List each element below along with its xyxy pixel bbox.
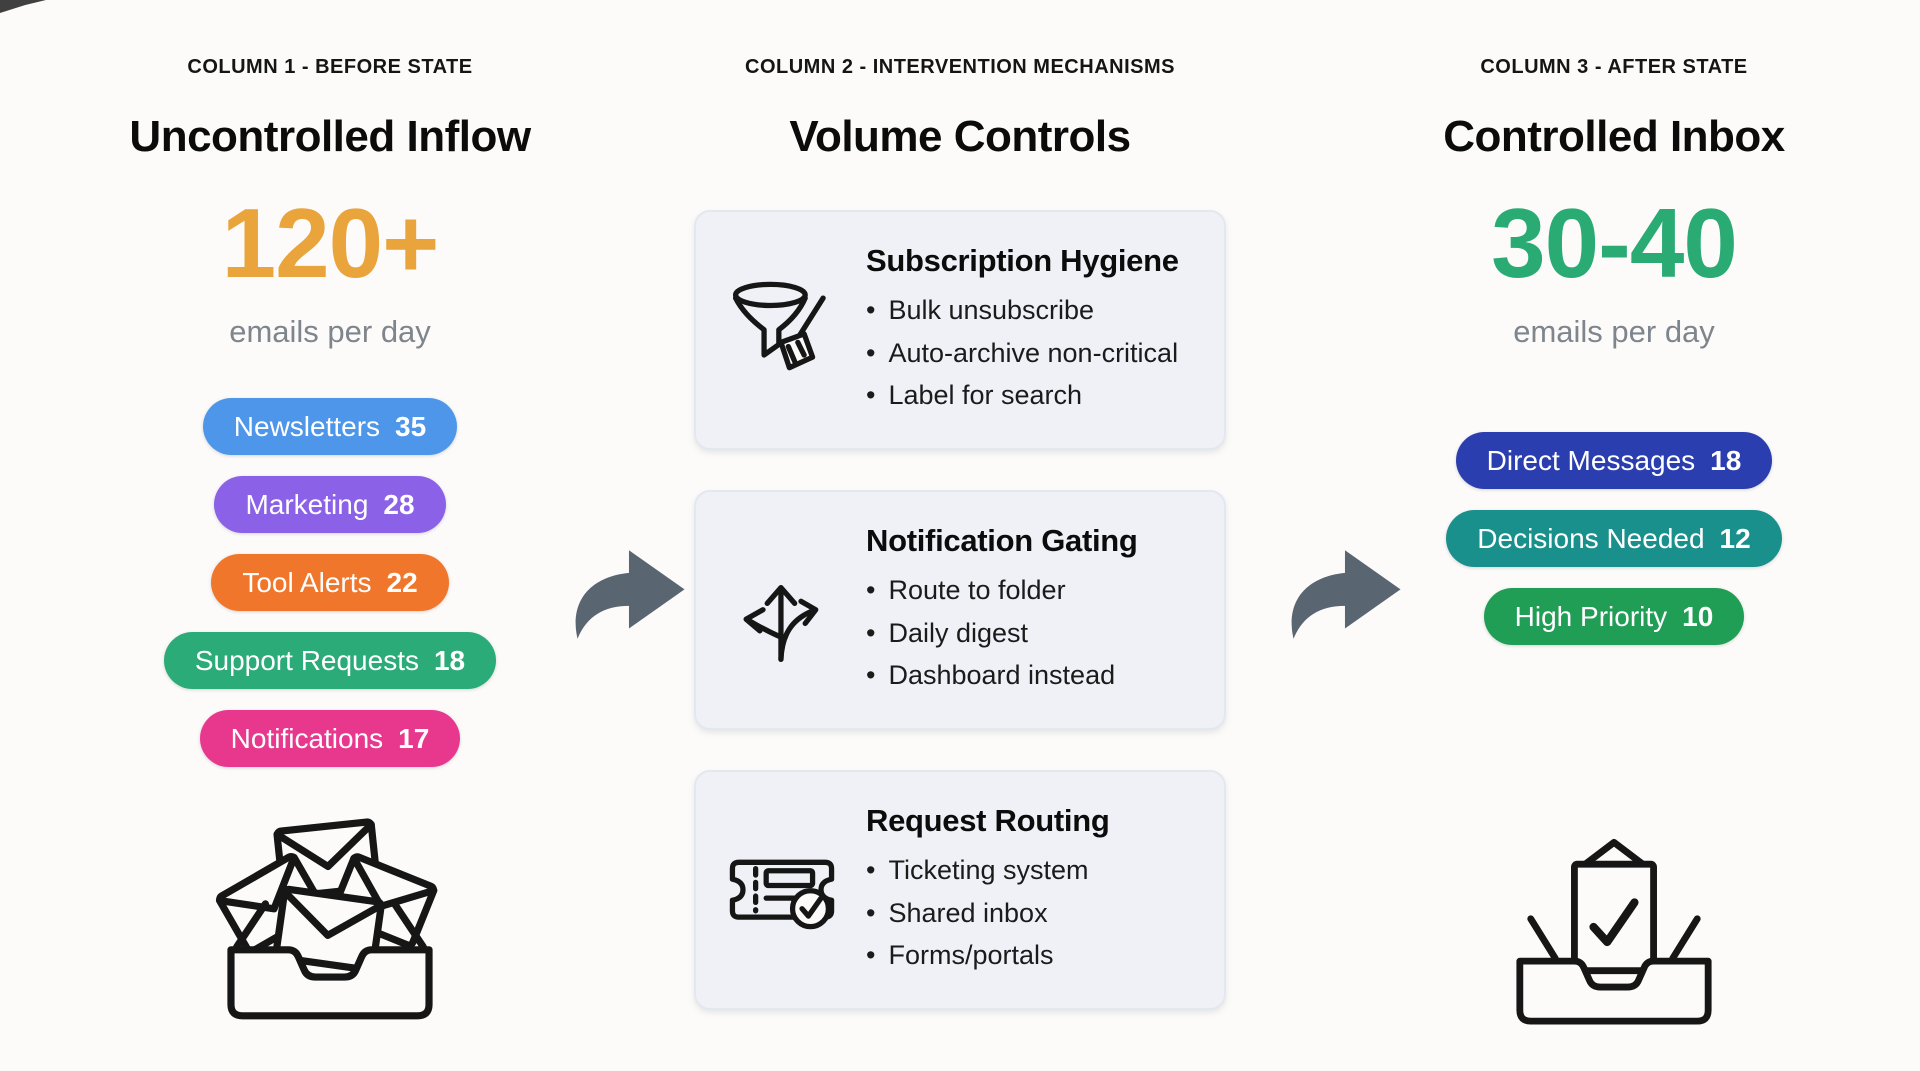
column-before-state: COLUMN 1 - BEFORE STATE Uncontrolled Inf… — [62, 0, 598, 1071]
card-bullet: Shared inbox — [866, 892, 1200, 935]
pill-label: Support Requests — [194, 644, 419, 676]
pill-newsletters: Newsletters 35 — [202, 398, 458, 455]
pill-count: 12 — [1719, 522, 1751, 554]
before-pill-list: Newsletters 35 Marketing 28 Tool Alerts … — [62, 398, 598, 767]
clean-inbox-icon — [1516, 838, 1712, 1025]
card-body: Subscription Hygiene Bulk unsubscribe Au… — [866, 243, 1200, 417]
card-bullet: Bulk unsubscribe — [866, 289, 1200, 332]
pill-label: Notifications — [230, 722, 384, 754]
pill-count: 18 — [433, 644, 466, 676]
pill-support-requests: Support Requests 18 — [163, 632, 497, 689]
pill-direct-messages: Direct Messages 18 — [1455, 432, 1773, 489]
card-bullet: Route to folder — [866, 569, 1200, 612]
pill-count: 22 — [386, 566, 418, 598]
pill-decisions-needed: Decisions Needed 12 — [1446, 510, 1782, 567]
card-bullet: Auto-archive non-critical — [866, 332, 1200, 375]
card-bullet: Daily digest — [866, 612, 1200, 655]
column-after-state: COLUMN 3 - AFTER STATE Controlled Inbox … — [1352, 0, 1876, 1071]
after-metric-value: 30-40 — [1491, 188, 1738, 298]
pill-label: Tool Alerts — [242, 566, 372, 598]
pill-label: Decisions Needed — [1477, 522, 1705, 554]
pill-count: 35 — [395, 410, 427, 442]
column1-kicker: COLUMN 1 - BEFORE STATE — [187, 56, 473, 78]
flow-arrow-icon — [1291, 550, 1401, 639]
card-title: Subscription Hygiene — [866, 243, 1179, 279]
column1-title: Uncontrolled Inflow — [129, 112, 531, 161]
flow-arrow-icon — [575, 550, 685, 639]
column2-title: Volume Controls — [789, 112, 1131, 161]
card-notification-gating: Notification Gating Route to folder Dail… — [694, 490, 1226, 730]
column2-kicker: COLUMN 2 - INTERVENTION MECHANISMS — [745, 56, 1175, 78]
pill-high-priority: High Priority 10 — [1483, 588, 1745, 645]
before-metric-value: 120+ — [221, 188, 440, 298]
column3-title: Controlled Inbox — [1443, 112, 1785, 161]
three-way-arrows-icon — [743, 585, 819, 663]
after-pill-list: Direct Messages 18 Decisions Needed 12 H… — [1352, 432, 1876, 645]
pill-count: 28 — [383, 488, 415, 520]
intervention-cards: Subscription Hygiene Bulk unsubscribe Au… — [694, 210, 1226, 1050]
card-request-routing: Request Routing Ticketing system Shared … — [694, 770, 1226, 1010]
pill-count: 18 — [1710, 444, 1742, 476]
before-metric-caption: emails per day — [229, 314, 431, 349]
column3-kicker: COLUMN 3 - AFTER STATE — [1480, 56, 1748, 78]
ticket-check-icon — [729, 859, 835, 930]
pill-notifications: Notifications 17 — [199, 710, 461, 767]
card-title: Request Routing — [866, 803, 1110, 839]
overflowing-inbox-icon — [215, 818, 438, 1020]
pill-label: Direct Messages — [1486, 444, 1696, 476]
card-subscription-hygiene: Subscription Hygiene Bulk unsubscribe Au… — [694, 210, 1226, 450]
pill-count: 10 — [1682, 600, 1714, 632]
card-bullet: Ticketing system — [866, 849, 1200, 892]
pill-label: High Priority — [1514, 600, 1668, 632]
card-bullet: Dashboard instead — [866, 654, 1200, 697]
card-bullet: Forms/portals — [866, 934, 1200, 977]
pill-tool-alerts: Tool Alerts 22 — [211, 554, 449, 611]
funnel-broom-icon — [732, 282, 826, 371]
pill-label: Newsletters — [233, 410, 381, 442]
card-bullet: Label for search — [866, 374, 1200, 417]
after-metric-caption: emails per day — [1513, 314, 1715, 349]
pill-count: 17 — [398, 722, 430, 754]
card-body: Request Routing Ticketing system Shared … — [866, 803, 1200, 977]
pill-label: Marketing — [245, 488, 369, 520]
corner-artifact — [0, 0, 46, 13]
card-body: Notification Gating Route to folder Dail… — [866, 523, 1200, 697]
card-title: Notification Gating — [866, 523, 1138, 559]
pill-marketing: Marketing 28 — [214, 476, 446, 533]
